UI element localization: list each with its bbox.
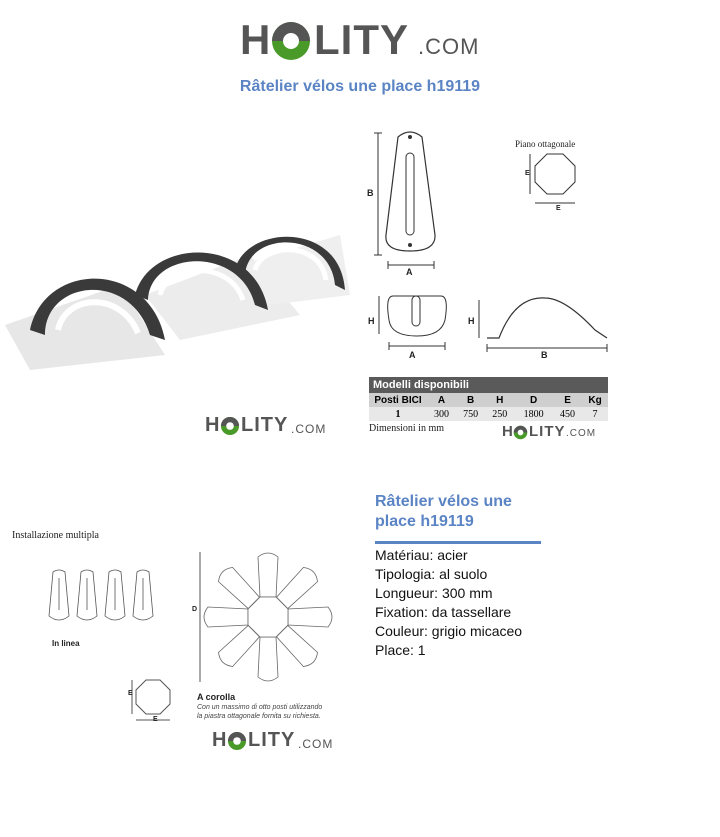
logo-o-icon [227, 731, 247, 751]
technical-drawing-profile [478, 297, 608, 352]
models-table-header: Modelli disponibili [369, 377, 608, 393]
logo-letter-h: H [212, 729, 228, 751]
table-col-header: A [427, 393, 457, 407]
table-cell: 750 [456, 407, 486, 421]
table-col-header: Kg [582, 393, 608, 407]
brand-logo-small: H LITY .COM [212, 729, 332, 753]
logo-o-icon [513, 425, 528, 440]
logo-text: LITY [241, 414, 289, 436]
specs-title: Râtelier vélos une place h19119 [375, 493, 512, 530]
logo-text: LITY [248, 729, 296, 751]
table-col-header: Posti BICI [369, 393, 427, 407]
dim-label-e: E [153, 716, 158, 723]
in-line-label: In linea [52, 639, 80, 648]
logo-suffix: .COM [418, 34, 480, 59]
logo-suffix: .COM [566, 428, 597, 439]
spec-item: Fixation: da tassellare [375, 604, 512, 620]
table-col-header: D [514, 393, 554, 407]
table-col-header: H [485, 393, 515, 407]
brand-logo: H LITY .COM [240, 14, 485, 64]
models-table: Modelli disponibili Posti BICI A B H D E… [369, 377, 608, 434]
logo-suffix: .COM [291, 422, 327, 436]
logo-letter-h: H [240, 16, 272, 63]
dim-label-a: A [409, 350, 416, 360]
dim-label-d: D [192, 606, 198, 613]
specs-divider [375, 541, 541, 544]
install-inline-drawing [48, 569, 154, 621]
octagon-title: Piano ottagonale [515, 139, 576, 149]
specs-list: Matériau: acier Tipologia: al suolo Long… [375, 546, 522, 660]
install-corolla-drawing [199, 552, 333, 682]
table-col-header: B [456, 393, 486, 407]
dim-label-e: E [128, 690, 133, 697]
technical-drawing-front [374, 131, 436, 269]
spec-item: Tipologia: al suolo [375, 566, 488, 582]
table-cell: 250 [485, 407, 515, 421]
corolla-octagon-drawing [131, 679, 171, 721]
brand-logo-small: H LITY .COM [502, 423, 597, 443]
logo-o-icon [272, 22, 310, 60]
dim-label-a: A [406, 267, 413, 277]
table-footer: Dimensioni in mm [369, 423, 444, 434]
corolla-note: Con un massimo di otto posti utilizzando [197, 704, 323, 711]
table-cell: 1800 [514, 407, 554, 421]
table-cell: 1 [369, 407, 427, 421]
dim-label-h: H [368, 316, 375, 326]
logo-letter-h: H [205, 414, 221, 436]
dim-label-b: B [541, 350, 548, 360]
brand-logo-small: H LITY .COM [205, 414, 325, 438]
corolla-note: la piastra ottagonale fornita su richies… [197, 713, 321, 720]
logo-text: LITY [314, 16, 409, 63]
spec-item: Couleur: grigio micaceo [375, 623, 523, 639]
product-image [5, 235, 350, 370]
logo-text: LITY [529, 423, 566, 440]
install-title: Installazione multipla [12, 530, 99, 541]
spec-item: Place: 1 [375, 642, 426, 658]
page-title: Râtelier vélos une place h19119 [239, 78, 481, 95]
table-cell: 450 [553, 407, 583, 421]
octagon-drawing [529, 153, 576, 204]
dim-label-h: H [468, 316, 475, 326]
table-col-header: E [553, 393, 583, 407]
corolla-label: A corolla [197, 692, 236, 702]
table-cell: 7 [582, 407, 608, 421]
logo-letter-h: H [502, 423, 514, 440]
dim-label-e: E [525, 170, 530, 177]
spec-item: Matériau: acier [375, 547, 468, 563]
dim-label-b: B [367, 188, 374, 198]
table-cell: 300 [427, 407, 457, 421]
logo-o-icon [220, 416, 240, 436]
technical-drawing-side [378, 295, 447, 350]
spec-item: Longueur: 300 mm [375, 585, 493, 601]
dim-label-e: E [556, 205, 561, 212]
logo-suffix: .COM [298, 737, 334, 751]
